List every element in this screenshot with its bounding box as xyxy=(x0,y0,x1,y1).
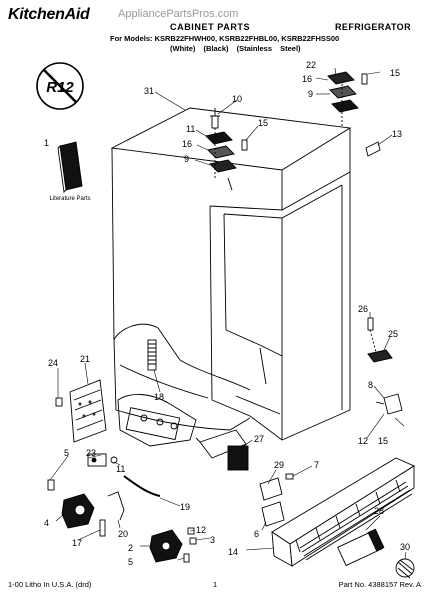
r12-badge-text: R12 xyxy=(46,79,74,96)
callout-numbers: 31 1 22 15 16 9 10 11 15 16 9 13 26 25 2… xyxy=(44,60,410,567)
callout-5: 5 xyxy=(64,448,69,458)
callout-9: 9 xyxy=(184,154,189,164)
callout-17: 17 xyxy=(72,538,82,548)
footer-page-number: 1 xyxy=(213,580,218,589)
part-17 xyxy=(99,519,106,537)
screw-5-bottom xyxy=(183,553,190,563)
callout-27: 27 xyxy=(254,434,264,444)
callout-11: 11 xyxy=(186,124,195,134)
callout-5: 5 xyxy=(128,557,133,567)
toe-grille-14 xyxy=(271,457,415,567)
screw-26 xyxy=(367,317,377,353)
callout-13: 13 xyxy=(392,129,402,139)
bracket-25 xyxy=(367,349,393,363)
drain-tube-18 xyxy=(147,339,157,371)
bracket-29 xyxy=(259,477,283,501)
callout-15: 15 xyxy=(258,118,268,128)
callout-6: 6 xyxy=(254,529,259,539)
literature-label: Literature Parts xyxy=(49,196,90,202)
callout-28: 28 xyxy=(374,506,384,516)
callout-26: 26 xyxy=(358,304,368,314)
screw-24 xyxy=(55,397,63,407)
callout-7: 7 xyxy=(314,460,319,470)
callout-22: 22 xyxy=(306,60,316,70)
literature-booklet xyxy=(57,141,83,193)
part-2 xyxy=(149,529,183,563)
callout-20: 20 xyxy=(118,529,128,539)
footer-litho: 1-00 Litho In U.S.A. (drd) xyxy=(8,580,92,589)
section-title: CABINET PARTS xyxy=(170,22,251,32)
screw-7 xyxy=(285,473,294,480)
callout-16: 16 xyxy=(302,74,312,84)
callout-23: 23 xyxy=(86,448,96,458)
part-4 xyxy=(61,493,95,529)
models-line: For Models: KSRB22FHWH00, KSRB22FHBL00, … xyxy=(110,34,340,43)
washer-11 xyxy=(110,456,118,464)
callout-8: 8 xyxy=(368,380,373,390)
callout-21: 21 xyxy=(80,354,90,364)
bracket-8 xyxy=(375,393,403,415)
callout-25: 25 xyxy=(388,329,398,339)
callout-29: 29 xyxy=(274,460,284,470)
callout-2: 2 xyxy=(128,543,133,553)
clip-13 xyxy=(365,141,381,157)
tube-19 xyxy=(123,475,161,497)
product-type: REFRIGERATOR xyxy=(335,22,411,32)
knob-30 xyxy=(395,558,415,579)
callout-4: 4 xyxy=(44,518,49,528)
upper-hinge-assembly-left xyxy=(205,108,248,191)
callout-10: 10 xyxy=(232,94,242,104)
screw-5-top xyxy=(47,479,55,491)
callout-31: 31 xyxy=(144,86,154,96)
callout-14: 14 xyxy=(228,547,238,557)
tube-20 xyxy=(107,491,125,521)
callout-15: 15 xyxy=(390,68,400,78)
callout-11: 11 xyxy=(116,464,125,474)
callout-9: 9 xyxy=(308,89,313,99)
callout-3: 3 xyxy=(210,535,215,545)
filter-28 xyxy=(337,528,385,567)
callout-12: 12 xyxy=(358,436,368,446)
panel-21 xyxy=(69,379,107,443)
leader-lines xyxy=(49,67,407,561)
bracket-6 xyxy=(261,501,285,527)
cabinet-shell xyxy=(110,107,352,447)
callout-30: 30 xyxy=(400,542,410,552)
brand-logo: KitchenAid xyxy=(8,6,90,23)
upper-hinge-assembly-right xyxy=(327,71,368,128)
colors-line: (White) (Black) (Stainless Steel) xyxy=(170,44,301,53)
callout-19: 19 xyxy=(180,502,190,512)
r12-badge: R12 xyxy=(36,62,84,110)
screw-3 xyxy=(189,537,197,545)
callout-24: 24 xyxy=(48,358,58,368)
callout-16: 16 xyxy=(182,139,192,149)
callout-18: 18 xyxy=(154,392,164,402)
callout-12: 12 xyxy=(196,525,206,535)
callout-15: 15 xyxy=(378,436,388,446)
callout-1: 1 xyxy=(44,138,49,148)
footer-part-number: Part No. 4388157 Rev. A xyxy=(338,580,421,589)
duct-27 xyxy=(195,429,249,471)
watermark: AppliancePartsPros.com xyxy=(118,8,239,20)
